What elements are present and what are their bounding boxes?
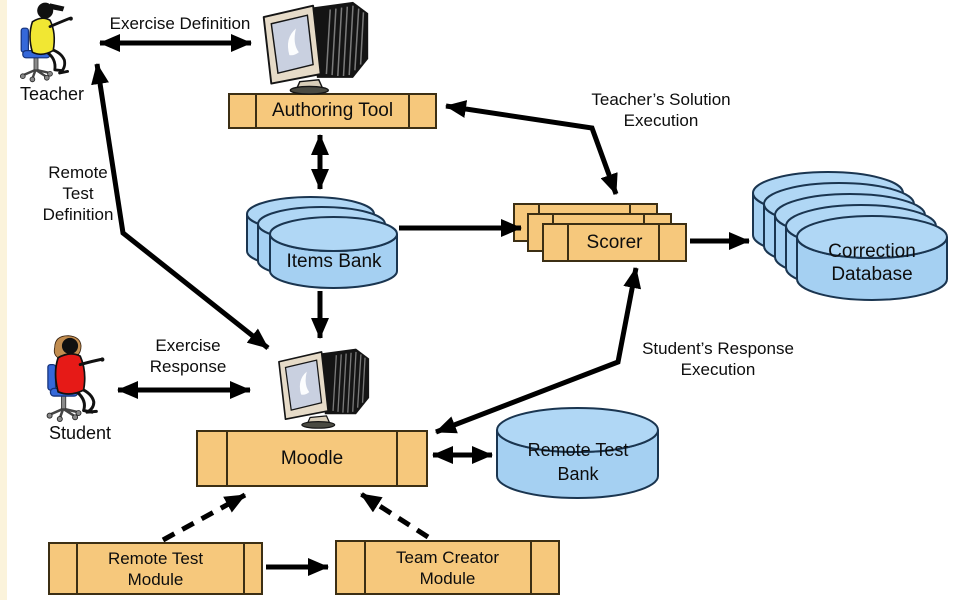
authoring-tool-label: Authoring Tool <box>271 100 394 121</box>
teacher-label: Teacher <box>19 84 85 104</box>
remote-test-bank-label: Remote Test Bank <box>499 438 657 486</box>
label-line: Bank <box>557 464 599 484</box>
scorer-label: Scorer <box>586 231 643 253</box>
moodle-label: Moodle <box>280 447 344 469</box>
label-line: Remote Test <box>527 440 629 460</box>
box-divider <box>76 544 78 593</box>
box-divider <box>364 542 366 593</box>
label-line: Execution <box>680 360 756 379</box>
box-divider <box>567 225 569 260</box>
label-line: Teacher’s Solution <box>591 90 731 109</box>
scorer-box: Scorer <box>542 223 687 262</box>
label-line: Response <box>149 357 227 376</box>
exercise-definition-label: Exercise Definition <box>109 14 251 33</box>
label-line: Team Creator <box>396 547 499 567</box>
remote-test-definition-label: Remote Test Definition <box>28 162 128 225</box>
box-divider <box>530 542 532 593</box>
teacher-icon <box>20 2 73 83</box>
label-line: Correction <box>828 241 916 262</box>
label-line: Execution <box>623 111 699 130</box>
label-line: Definition <box>42 205 114 224</box>
teachers-solution-execution-label: Teacher’s Solution Execution <box>566 89 756 131</box>
label-line: Exercise <box>155 336 221 355</box>
label-line: Remote <box>48 163 108 182</box>
exercise-response-label: Exercise Response <box>136 335 240 377</box>
label-line: Database <box>831 264 913 285</box>
student-icon <box>46 335 105 422</box>
label-line: Module <box>419 568 476 588</box>
label-line: Student’s Response <box>642 339 794 358</box>
team-creator-module-box: Team Creator Module <box>335 540 560 595</box>
items-bank-label: Items Bank <box>286 251 382 272</box>
moodle-box: Moodle <box>196 430 428 487</box>
box-divider <box>243 544 245 593</box>
correction-database <box>752 171 948 301</box>
label-line: Remote Test <box>107 548 204 568</box>
remote-test-module-label: Remote Test Module <box>50 544 261 593</box>
items-bank-database <box>246 196 398 289</box>
remote-test-module-box: Remote Test Module <box>48 542 263 595</box>
correction-database-label: Correction Database <box>798 240 946 286</box>
page-edge-strip <box>0 0 7 600</box>
label-line: Test <box>62 184 94 203</box>
box-divider <box>396 432 398 485</box>
box-divider <box>658 225 660 260</box>
authoring-tool-box: Authoring Tool <box>228 93 437 129</box>
label-line: Module <box>127 569 184 589</box>
student-label: Student <box>48 423 112 443</box>
team-creator-module-label: Team Creator Module <box>337 542 558 593</box>
students-response-execution-label: Student’s Response Execution <box>622 338 814 380</box>
box-divider <box>408 95 410 127</box>
box-divider <box>226 432 228 485</box>
